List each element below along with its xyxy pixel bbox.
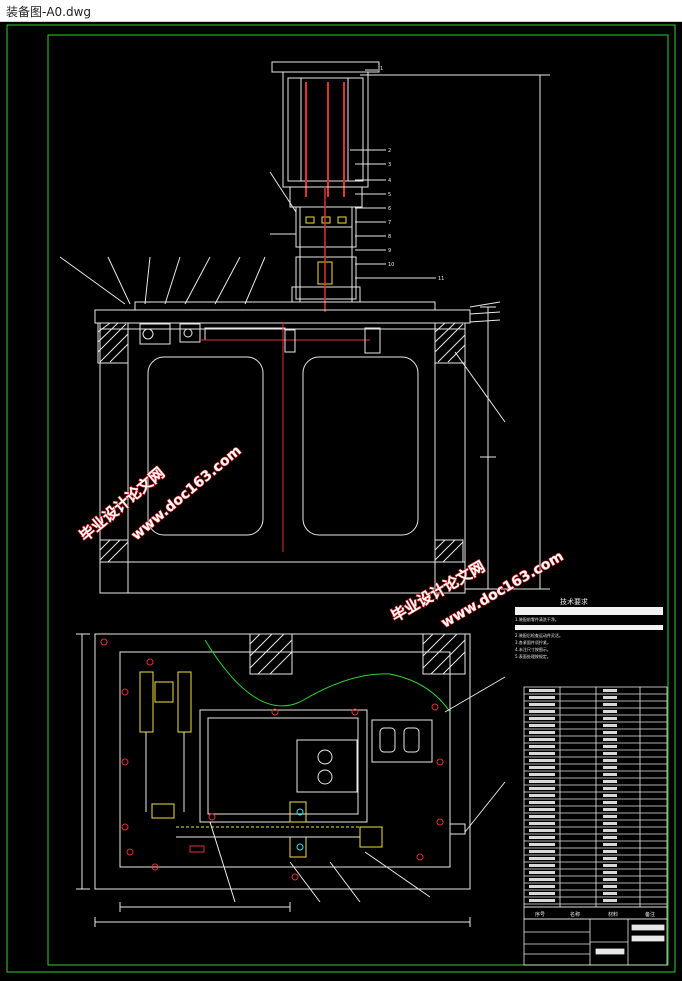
parts-row-material xyxy=(603,899,617,902)
watermark-1: 毕业设计论文网 www.doc163.com xyxy=(75,442,245,546)
tech-line-4: 4.未注尺寸按图示。 xyxy=(515,646,551,652)
svg-text:3: 3 xyxy=(388,162,391,168)
parts-row-material xyxy=(603,815,617,818)
parts-row-cell xyxy=(529,738,555,741)
parts-row-material xyxy=(603,822,617,825)
balloon-numbers: 1 2 3 4 5 6 7 8 9 10 11 xyxy=(380,66,444,282)
parts-row-material xyxy=(603,724,617,727)
tech-line-1: 1.装配前零件清洗干净。 xyxy=(515,616,559,622)
parts-row-material xyxy=(603,794,617,797)
parts-row-cell xyxy=(529,724,555,727)
svg-text:10: 10 xyxy=(388,262,394,268)
parts-row-cell xyxy=(529,822,555,825)
svg-text:1: 1 xyxy=(380,66,383,72)
col-material-label: 材料 xyxy=(608,911,618,918)
parts-list-table xyxy=(523,686,668,966)
parts-row-material xyxy=(603,745,617,748)
parts-row-cell xyxy=(529,752,555,755)
svg-text:8: 8 xyxy=(388,234,391,240)
parts-row-cell xyxy=(529,843,555,846)
parts-row-material xyxy=(603,703,617,706)
parts-row-cell xyxy=(529,857,555,860)
parts-row-cell xyxy=(529,780,555,783)
parts-row-material xyxy=(603,864,617,867)
parts-row-cell xyxy=(529,815,555,818)
parts-row-material xyxy=(603,892,617,895)
parts-row-cell xyxy=(529,766,555,769)
parts-row-cell xyxy=(529,878,555,881)
inner-frame xyxy=(47,34,669,966)
col-name-label: 名称 xyxy=(570,911,580,918)
tech-line-3: 3.各紧固件须拧紧。 xyxy=(515,639,551,645)
parts-row-material xyxy=(603,801,617,804)
parts-row-cell xyxy=(529,864,555,867)
parts-row-material xyxy=(603,878,617,881)
tech-line-2: 2.装配后检查运动件灵活。 xyxy=(515,632,563,638)
drawing-canvas[interactable]: 1 2 3 4 5 6 7 8 9 10 11 xyxy=(0,22,682,977)
parts-row-cell xyxy=(529,794,555,797)
parts-row-cell xyxy=(529,717,555,720)
parts-row-cell xyxy=(529,703,555,706)
plan-view xyxy=(76,633,506,927)
parts-row-material xyxy=(603,843,617,846)
front-view xyxy=(59,61,550,594)
parts-row-cell xyxy=(529,710,555,713)
cad-drawing[interactable]: 1 2 3 4 5 6 7 8 9 10 11 xyxy=(0,22,682,977)
parts-row-material xyxy=(603,710,617,713)
svg-text:4: 4 xyxy=(388,178,391,184)
parts-row-material xyxy=(603,836,617,839)
parts-row-material xyxy=(603,885,617,888)
outer-frame xyxy=(6,24,676,973)
parts-row-material xyxy=(603,787,617,790)
parts-row-cell xyxy=(529,885,555,888)
parts-row-material xyxy=(603,871,617,874)
parts-row-cell xyxy=(529,759,555,762)
svg-text:11: 11 xyxy=(438,276,444,282)
watermark-1-brand: 毕业设计论文网 xyxy=(76,464,168,545)
parts-row-cell xyxy=(529,808,555,811)
parts-row-material xyxy=(603,759,617,762)
title-block-header: 序号 名称 材料 备注 xyxy=(535,911,655,918)
parts-row-cell xyxy=(529,689,555,692)
parts-row-material xyxy=(603,766,617,769)
tech-requirements-heading: 技术要求 xyxy=(560,597,588,606)
col-note-label: 备注 xyxy=(645,911,655,918)
parts-row-cell xyxy=(529,899,555,902)
parts-row-material xyxy=(603,696,617,699)
parts-row-cell xyxy=(529,871,555,874)
parts-row-material xyxy=(603,717,617,720)
parts-row-material xyxy=(603,857,617,860)
parts-row-cell xyxy=(529,745,555,748)
svg-text:7: 7 xyxy=(388,220,391,226)
parts-row-material xyxy=(603,731,617,734)
parts-row-cell xyxy=(529,892,555,895)
tech-requirements-block: 技术要求 1.装配前零件清洗干净。 2.装配后检查运动件灵活。 3.各紧固件须拧… xyxy=(515,597,663,659)
parts-row-cell xyxy=(529,773,555,776)
parts-row-material xyxy=(603,752,617,755)
parts-row-cell xyxy=(529,801,555,804)
parts-row-material xyxy=(603,780,617,783)
parts-row-cell xyxy=(529,836,555,839)
parts-row-material xyxy=(603,850,617,853)
parts-row-cell xyxy=(529,787,555,790)
window-title: 装备图-A0.dwg xyxy=(6,5,92,19)
parts-row-material xyxy=(603,689,617,692)
title-bar: 装备图-A0.dwg xyxy=(0,0,682,22)
parts-row-material xyxy=(603,808,617,811)
parts-row-material xyxy=(603,773,617,776)
parts-row-cell xyxy=(529,731,555,734)
parts-row-cell xyxy=(529,696,555,699)
svg-text:6: 6 xyxy=(388,206,391,212)
tech-line-5: 5.表面处理按规定。 xyxy=(515,653,551,659)
parts-row-material xyxy=(603,738,617,741)
svg-text:2: 2 xyxy=(388,148,391,154)
col-no-label: 序号 xyxy=(535,911,545,918)
parts-row-material xyxy=(603,829,617,832)
svg-text:9: 9 xyxy=(388,248,391,254)
parts-row-cell xyxy=(529,829,555,832)
parts-row-cell xyxy=(529,850,555,853)
svg-text:5: 5 xyxy=(388,192,391,198)
